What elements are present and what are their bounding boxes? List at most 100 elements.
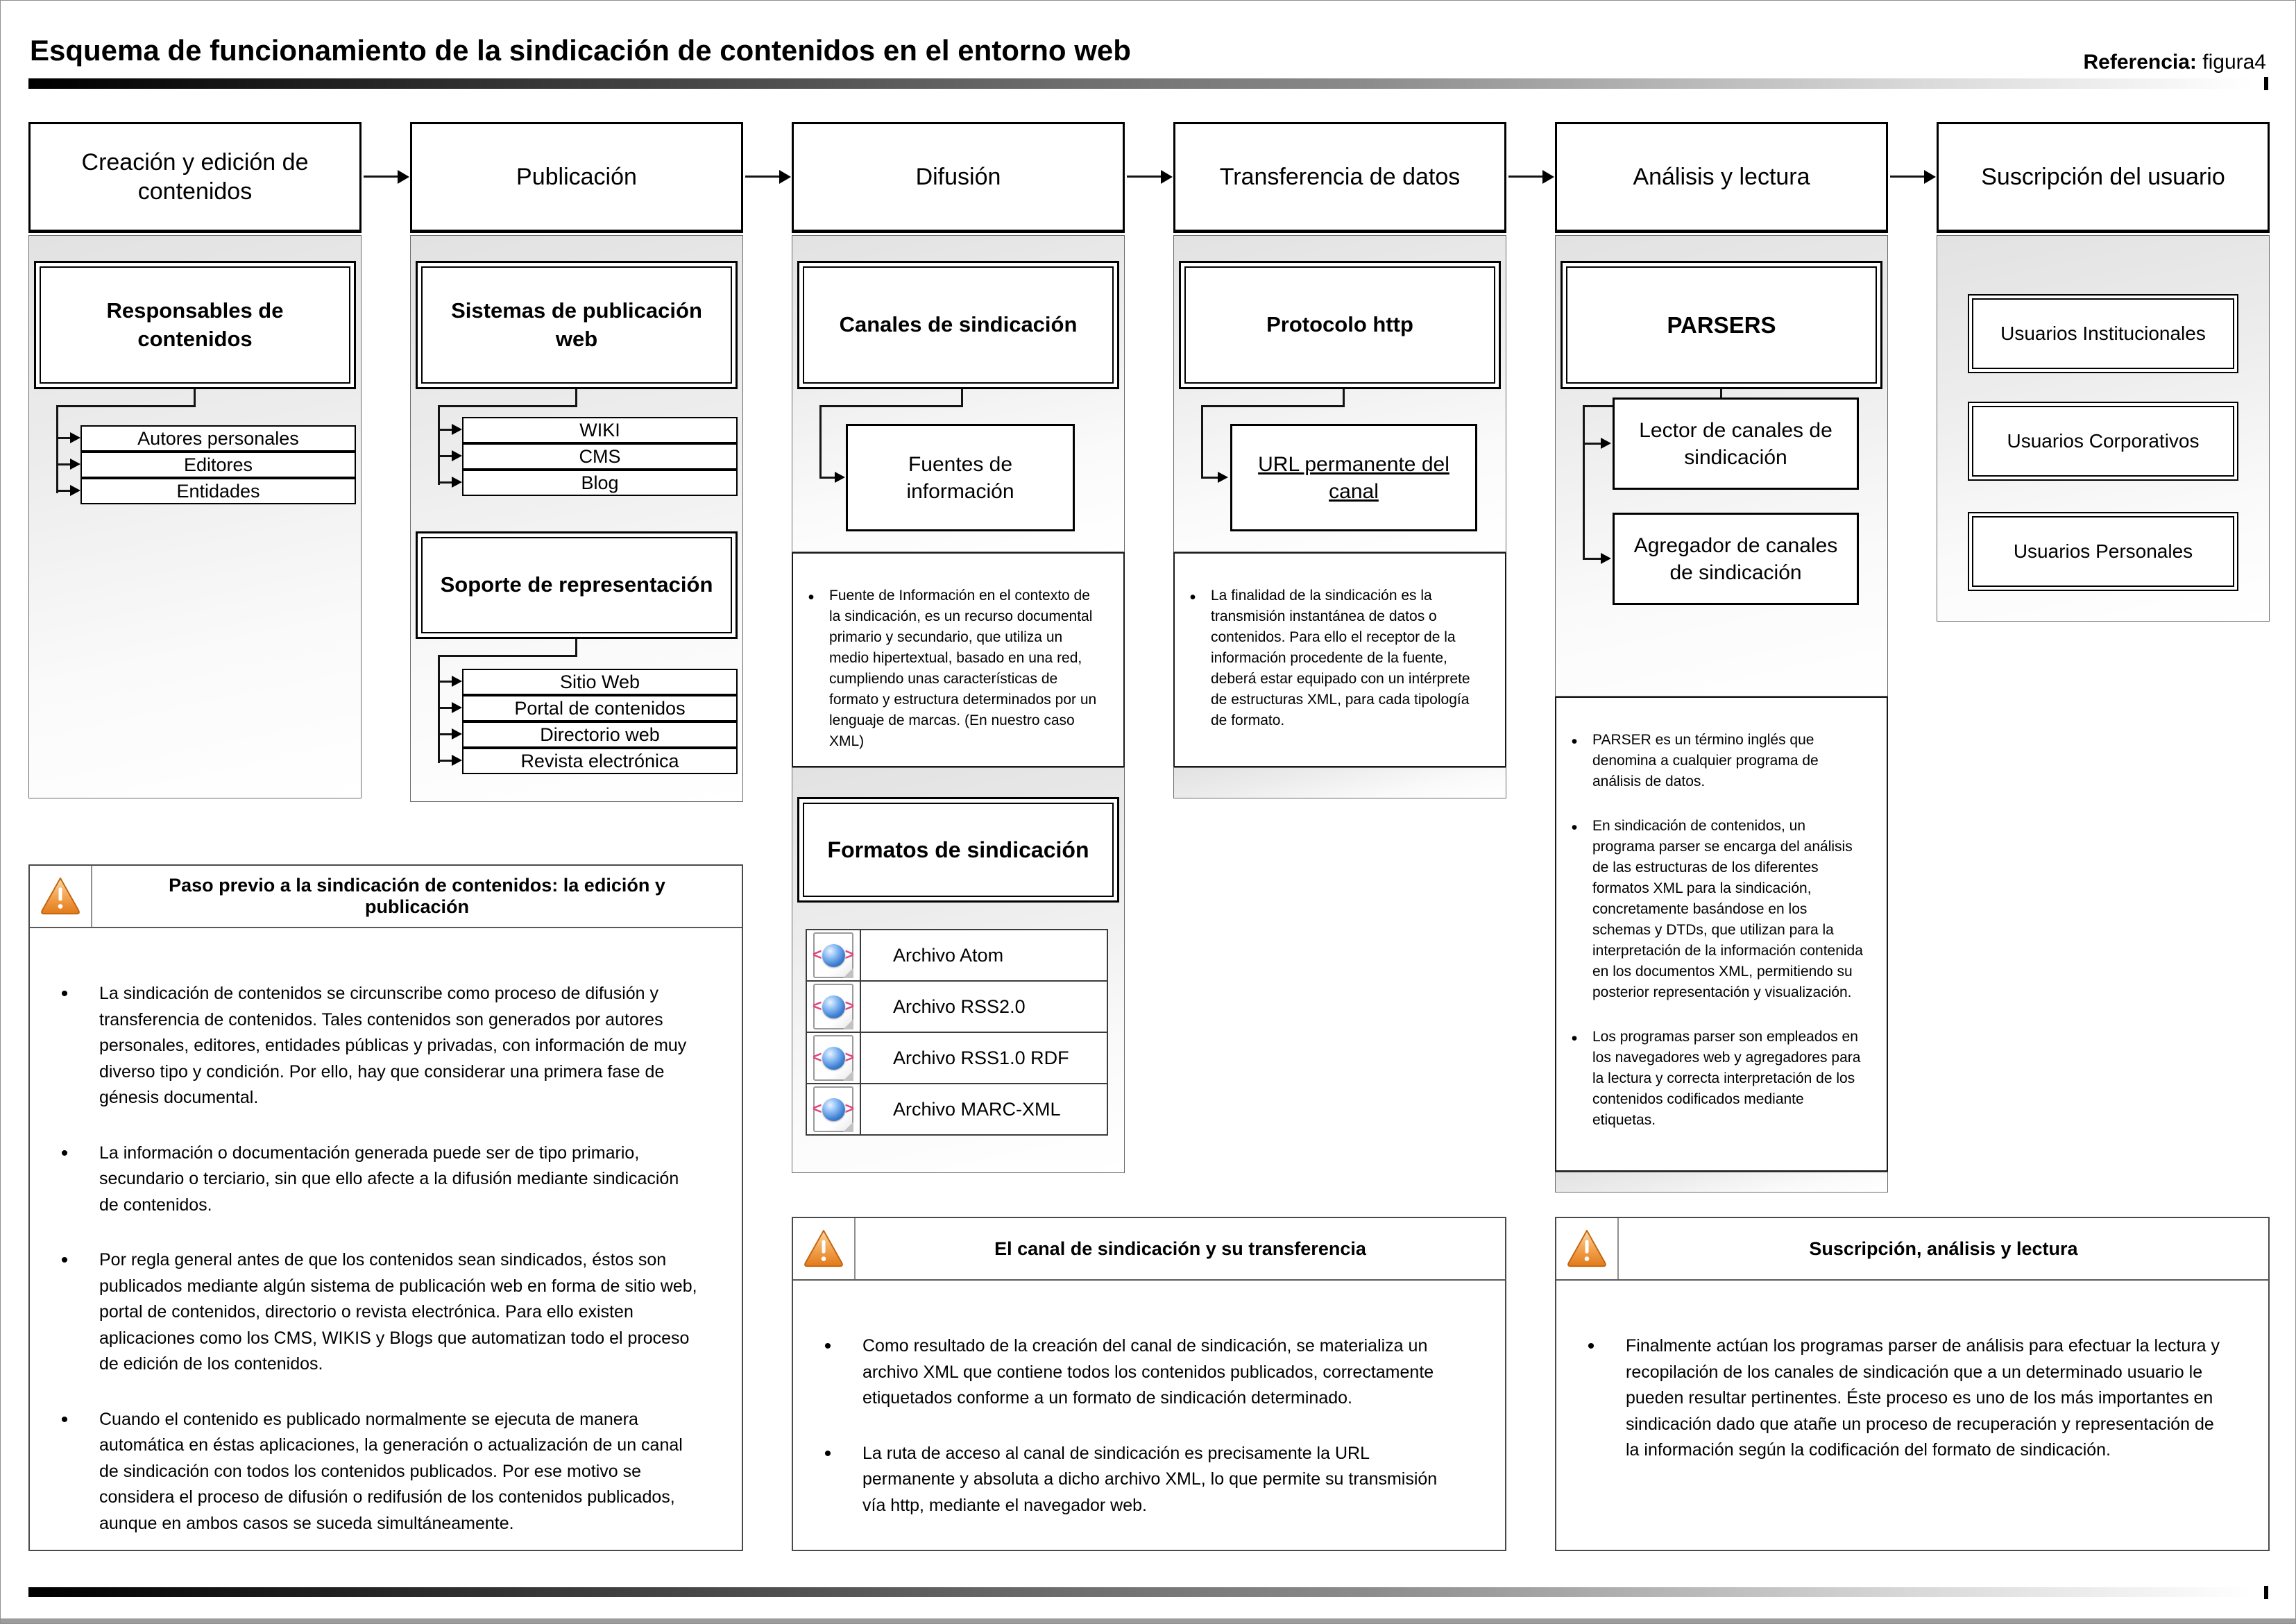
connector-line <box>56 463 71 465</box>
callout-bullet: Cuando el contenido es publicado normalm… <box>30 1407 701 1537</box>
connector-line <box>438 405 577 407</box>
warning-icon <box>804 1229 843 1267</box>
connector-line <box>438 455 453 457</box>
note-bullet: En sindicación de contenidos, un program… <box>1556 816 1869 1003</box>
panel-analisis-strip <box>1555 1172 1888 1193</box>
format-label: Archivo RSS1.0 RDF <box>893 1047 1069 1068</box>
flow-arrow-icon <box>779 170 791 184</box>
page-title: Esquema de funcionamiento de la sindicac… <box>30 34 1131 67</box>
group-formatos-sindicacion: Formatos de sindicación <box>797 797 1119 903</box>
flow-connector-line <box>1508 176 1544 178</box>
formats-list: < > Archivo Atom < > Archivo RSS2.0 <box>806 929 1108 1136</box>
group-sistemas-title: Sistemas de publicación web <box>451 298 702 351</box>
connector-line <box>1201 405 1345 407</box>
box-lector-canales: Lector de canales de sindicación <box>1613 398 1859 490</box>
callout-bullet: Por regla general antes de que los conte… <box>30 1247 701 1378</box>
callout-bullet: La sindicación de contenidos se circunsc… <box>30 981 701 1111</box>
item-editores: Editores <box>80 452 356 478</box>
title-rule <box>28 78 2253 89</box>
connector-arrowhead-icon <box>70 485 80 496</box>
connector-line <box>438 405 440 485</box>
item-revista-electronica: Revista electrónica <box>462 748 738 774</box>
connector-line <box>438 681 453 683</box>
note-bullet: Fuente de Información en el contexto de … <box>793 586 1105 752</box>
connector-line <box>56 437 71 439</box>
stage-creacion: Creación y edición de contenidos <box>28 122 362 233</box>
item-sitio-web: Sitio Web <box>462 669 738 695</box>
stage-difusion: Difusión <box>792 122 1125 233</box>
page-bottom-strip <box>1 1618 2295 1623</box>
connector-line <box>56 405 196 407</box>
group-protocolo-http: Protocolo http <box>1179 261 1501 389</box>
page-fold-icon <box>843 1019 853 1029</box>
page-fold-icon <box>843 1122 853 1132</box>
connector-arrowhead-icon <box>452 477 462 488</box>
xml-bracket-left: < <box>813 945 822 964</box>
note-transferencia: La finalidad de la sindicación es la tra… <box>1173 552 1506 767</box>
item-entidades: Entidades <box>80 478 356 504</box>
xml-bracket-right: > <box>844 996 854 1015</box>
group-protocolo-title: Protocolo http <box>1266 312 1413 337</box>
xml-file-icon: < > <box>813 1086 854 1132</box>
connector-arrowhead-icon <box>452 676 462 687</box>
connector-arrowhead-icon <box>1601 438 1611 449</box>
url-permanente-label: URL permanente del canal <box>1258 452 1449 503</box>
callout-body: Como resultado de la creación del canal … <box>793 1281 1505 1519</box>
stage-transferencia: Transferencia de datos <box>1173 122 1506 233</box>
connector-line <box>194 389 196 407</box>
callout-header: El canal de sindicación y su transferenc… <box>793 1218 1505 1281</box>
connector-arrowhead-icon <box>452 728 462 740</box>
connector-line <box>1583 443 1602 445</box>
box-agregador-canales: Agregador de canales de sindicación <box>1613 513 1859 605</box>
connector-line <box>961 389 963 407</box>
globe-icon <box>822 1097 845 1121</box>
box-fuentes-informacion: Fuentes de información <box>846 424 1075 531</box>
xml-bracket-right: > <box>844 945 854 964</box>
connector-arrowhead-icon <box>70 432 80 443</box>
flow-connector-line <box>745 176 781 178</box>
connector-arrowhead-icon <box>1601 553 1611 564</box>
xml-bracket-left: < <box>813 1099 822 1118</box>
flow-arrow-icon <box>398 170 409 184</box>
connector-line <box>438 429 453 431</box>
globe-icon <box>822 995 845 1018</box>
note-bullet: PARSER es un término inglés que denomina… <box>1556 730 1869 792</box>
panel-transferencia-strip <box>1173 767 1506 798</box>
callout-header: Suscripción, análisis y lectura <box>1556 1218 2268 1281</box>
callout-bullet: Como resultado de la creación del canal … <box>793 1333 1465 1412</box>
group-parsers: PARSERS <box>1561 261 1882 389</box>
xml-file-icon: < > <box>813 984 854 1029</box>
connector-line <box>56 490 71 492</box>
xml-bracket-left: < <box>813 1048 822 1066</box>
warning-icon <box>41 877 80 915</box>
xml-file-icon: < > <box>813 1035 854 1081</box>
callout-bullet: Finalmente actúan los programas parser d… <box>1556 1333 2228 1464</box>
format-label: Archivo RSS2.0 <box>893 995 1026 1017</box>
callout-body: Finalmente actúan los programas parser d… <box>1556 1281 2268 1464</box>
xml-bracket-right: > <box>844 1048 854 1066</box>
connector-line <box>1201 405 1203 478</box>
flow-connector-line <box>364 176 399 178</box>
connector-arrowhead-icon <box>452 755 462 766</box>
item-blog: Blog <box>462 470 738 496</box>
note-bullet: La finalidad de la sindicación es la tra… <box>1175 586 1487 731</box>
connector-line <box>1583 558 1602 560</box>
callout-icon-cell <box>1556 1218 1619 1279</box>
flow-arrow-icon <box>1542 170 1554 184</box>
callout-icon-cell <box>30 866 92 927</box>
connector-line <box>56 405 58 493</box>
footer-rule-tick <box>2264 1586 2268 1599</box>
connector-line <box>1583 405 1585 560</box>
connector-arrowhead-icon <box>70 459 80 470</box>
connector-line <box>819 405 963 407</box>
connector-line <box>1201 477 1219 479</box>
format-row-rss2: < > Archivo RSS2.0 <box>807 980 1107 1032</box>
connector-line <box>819 477 836 479</box>
format-icon-cell: < > <box>807 930 861 980</box>
xml-file-icon: < > <box>813 932 854 978</box>
group-parsers-title: PARSERS <box>1667 311 1776 338</box>
connector-arrowhead-icon <box>452 702 462 713</box>
callout-suscripcion-analisis: Suscripción, análisis y lectura Finalmen… <box>1555 1217 2270 1551</box>
connector-arrowhead-icon <box>1218 472 1228 483</box>
callout-icon-cell <box>793 1218 856 1279</box>
